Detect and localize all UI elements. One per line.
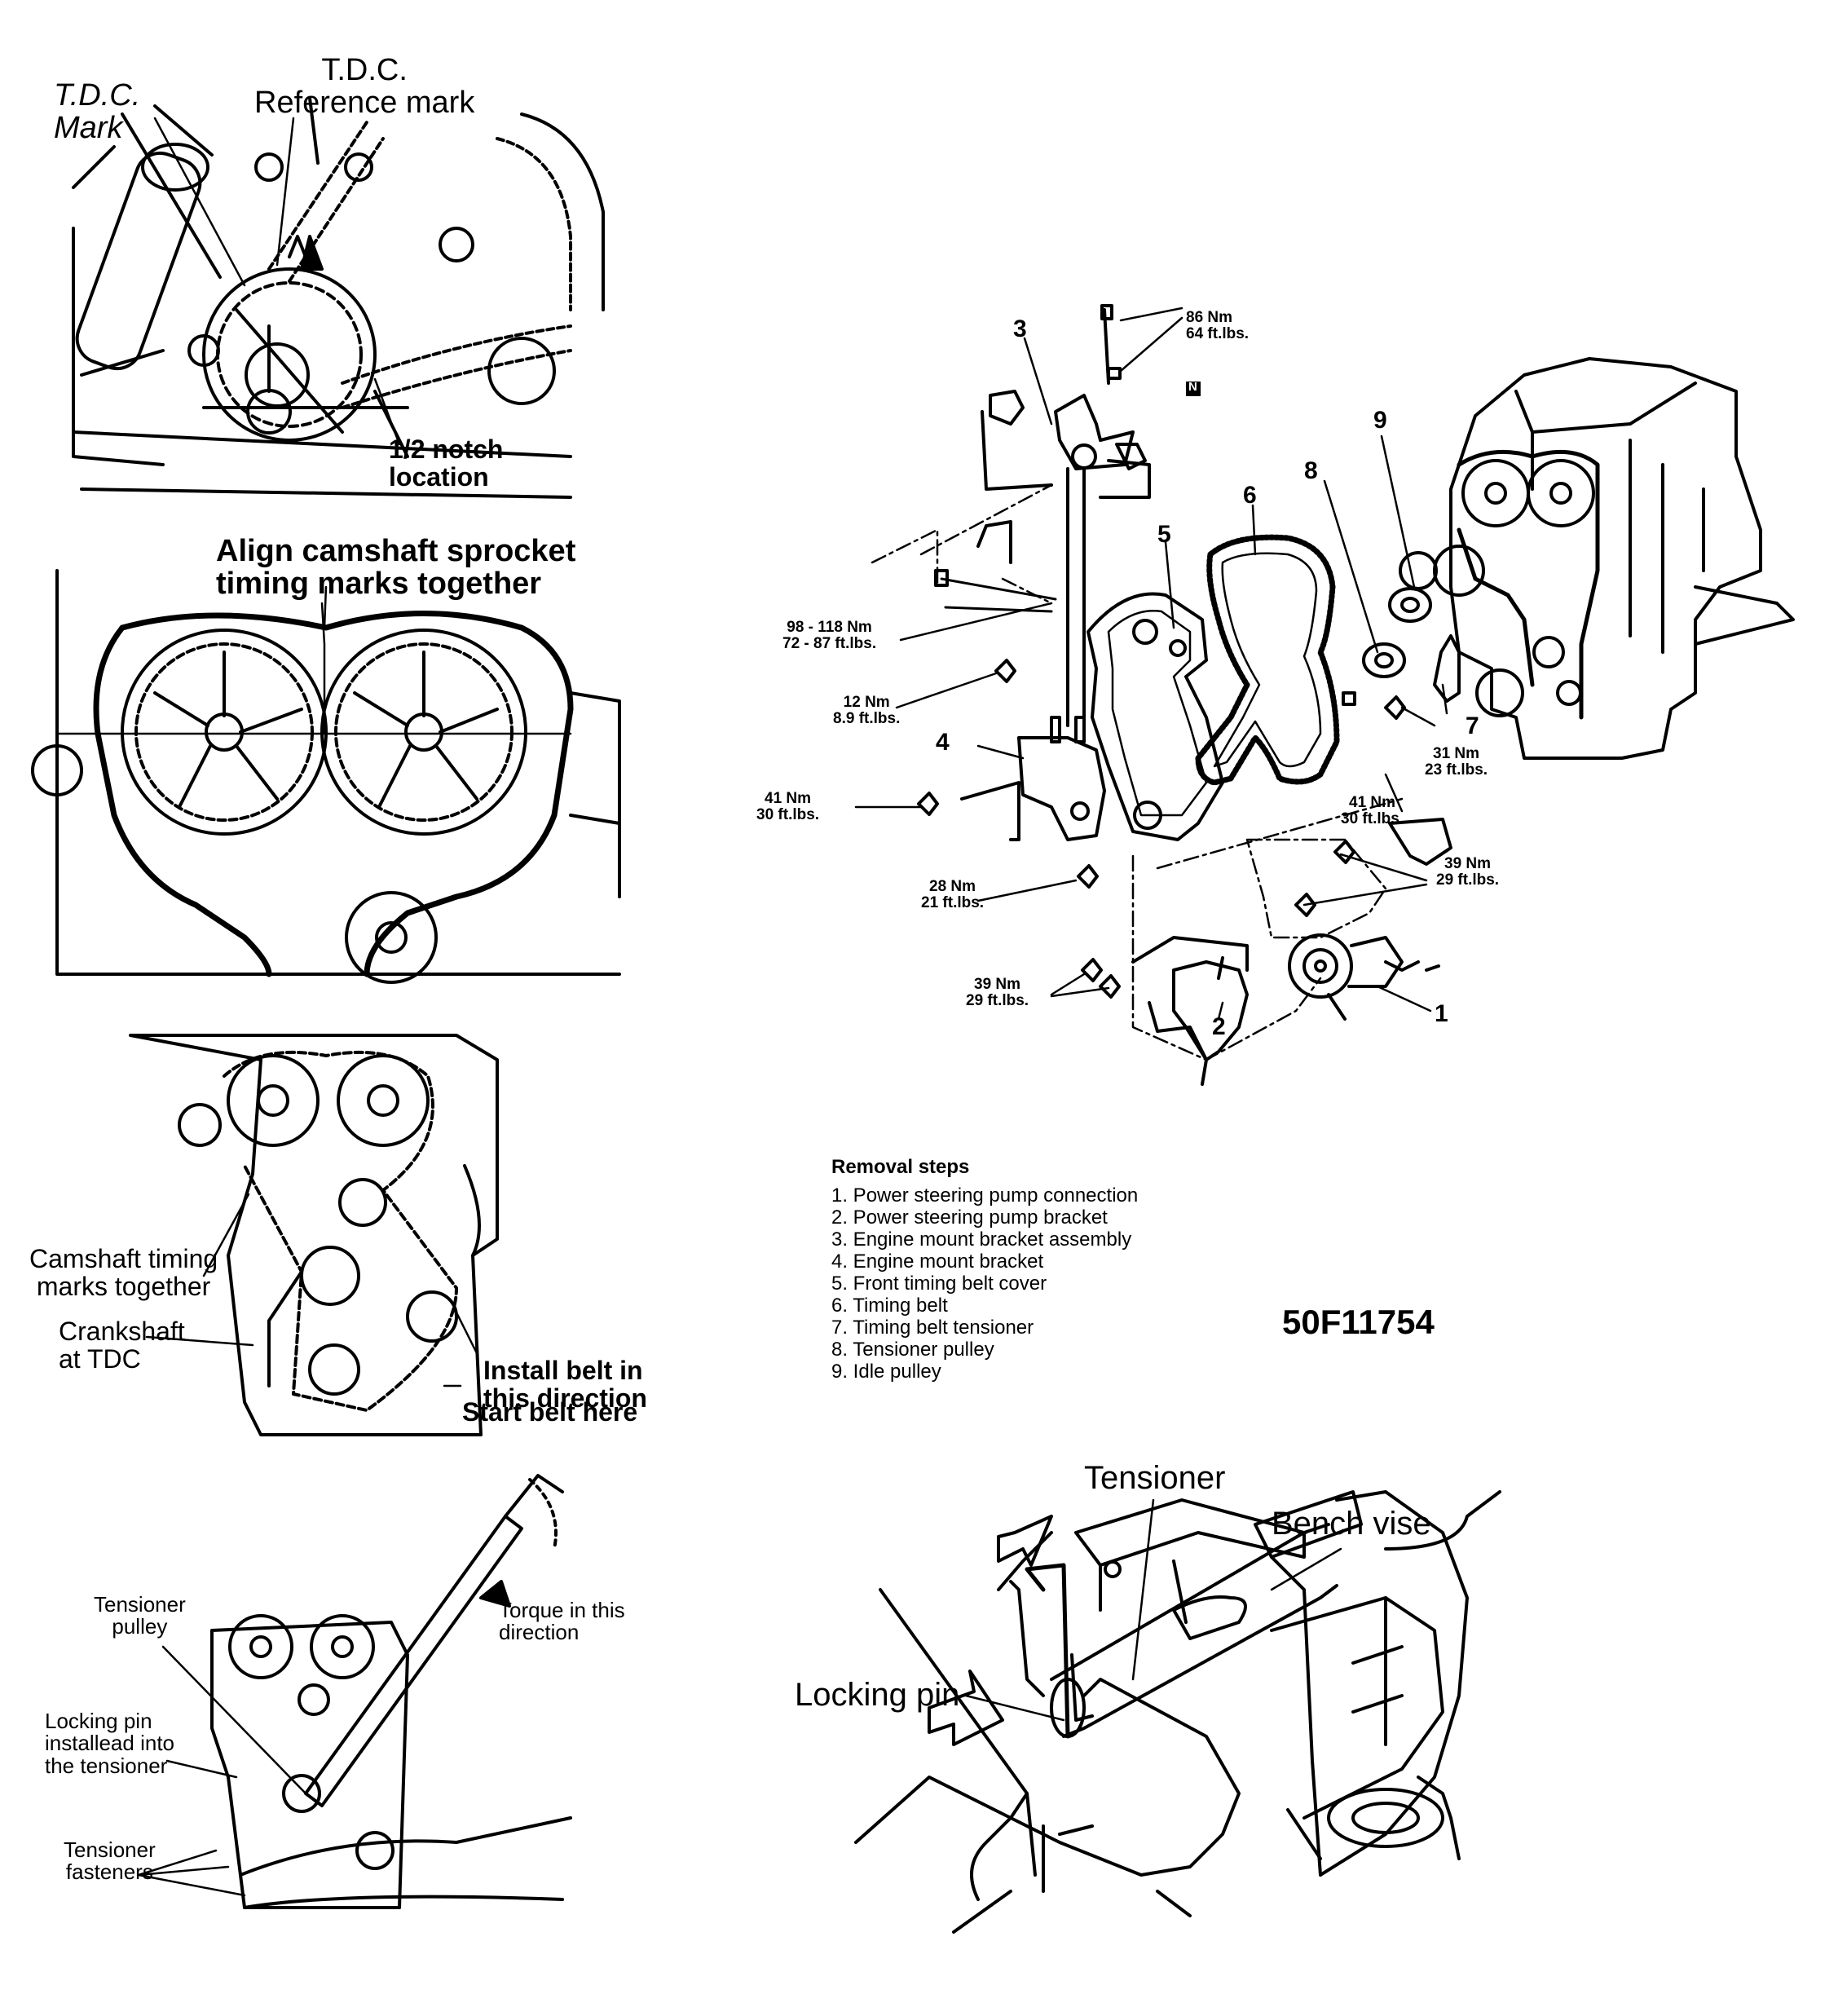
exploded-view-art [854, 304, 1795, 1086]
removal-step: 5. Front timing belt cover [831, 1273, 1047, 1295]
callout-3: 3 [1013, 315, 1027, 342]
bench-vise-panel-art [854, 1490, 1501, 1934]
callout-7: 7 [1466, 712, 1479, 739]
torque-direction-label: Torque in this direction [499, 1598, 625, 1645]
start-belt-label: Start belt here [462, 1397, 638, 1427]
tensioner-pulley-label: Tensioner pulley [94, 1592, 186, 1639]
torque-panel-art [210, 1474, 572, 1909]
tdc-mark-label: T.D.C. Mark [54, 78, 141, 145]
label-leaders [137, 117, 1342, 1897]
removal-step: 1. Power steering pump connection [831, 1184, 1139, 1207]
locking-pin-installed-label: Locking pin installead into the tensione… [45, 1709, 174, 1778]
bench-vise-label: Bench vise [1272, 1506, 1431, 1542]
torque-86nm: 86 Nm 64 ft.lbs. [1186, 309, 1250, 342]
tensioner-label: Tensioner [1084, 1460, 1226, 1496]
tensioner-fasteners-label: Tensioner fasteners [64, 1837, 156, 1885]
crankshaft-tdc-label: Crankshaft at TDC [59, 1317, 185, 1374]
torque-39nm-right: 39 Nm 29 ft.lbs. [1436, 855, 1500, 889]
install-direction-label: Install belt in this direction [483, 1356, 647, 1413]
callout-1: 1 [1435, 1000, 1448, 1027]
camshaft-marks-label: Camshaft timing marks together [29, 1244, 218, 1301]
align-caption: Align camshaft sprocket timing marks tog… [216, 534, 576, 601]
torque-41nm-left: 41 Nm 30 ft.lbs. [756, 790, 820, 823]
callout-8: 8 [1304, 457, 1318, 484]
torque-98-118nm: 98 - 118 Nm 72 - 87 ft.lbs. [782, 619, 877, 652]
locking-pin-label: Locking pin [795, 1677, 960, 1713]
torque-41nm-right: 41 Nm 30 ft.lbs. [1341, 794, 1404, 827]
tdc-panel-art [72, 96, 605, 499]
callout-6: 6 [1243, 482, 1257, 509]
torque-39nm-lower: 39 Nm 29 ft.lbs. [966, 976, 1029, 1009]
half-notch-label: 1/2 notch location [389, 435, 504, 492]
torque-12nm: 12 Nm 8.9 ft.lbs. [833, 694, 901, 727]
removal-steps-title: Removal steps [831, 1156, 970, 1178]
removal-step: 6. Timing belt [831, 1295, 948, 1317]
removal-step: 3. Engine mount bracket assembly [831, 1229, 1132, 1251]
torque-28nm: 28 Nm 21 ft.lbs. [921, 878, 985, 911]
removal-step: 8. Tensioner pulley [831, 1339, 994, 1361]
callout-9: 9 [1373, 407, 1387, 434]
replace-symbol-text: N [1188, 380, 1197, 394]
install-panel-art [129, 1034, 499, 1436]
replace-symbol-box [1186, 382, 1201, 396]
callout-5: 5 [1157, 521, 1171, 548]
removal-step: 2. Power steering pump bracket [831, 1207, 1108, 1229]
figure-code: 50F11754 [1282, 1303, 1435, 1341]
align-panel-art [31, 569, 621, 984]
callout-4: 4 [936, 729, 950, 756]
removal-step: 7. Timing belt tensioner [831, 1317, 1034, 1339]
removal-step: 9. Idle pulley [831, 1361, 941, 1383]
removal-steps-list: Removal steps 1. Power steering pump con… [831, 1156, 1138, 1383]
removal-step: 4. Engine mount bracket [831, 1251, 1044, 1273]
tdc-reference-label: T.D.C. Reference mark [254, 53, 475, 120]
callout-2: 2 [1212, 1013, 1226, 1040]
torque-31nm: 31 Nm 23 ft.lbs. [1425, 745, 1488, 779]
